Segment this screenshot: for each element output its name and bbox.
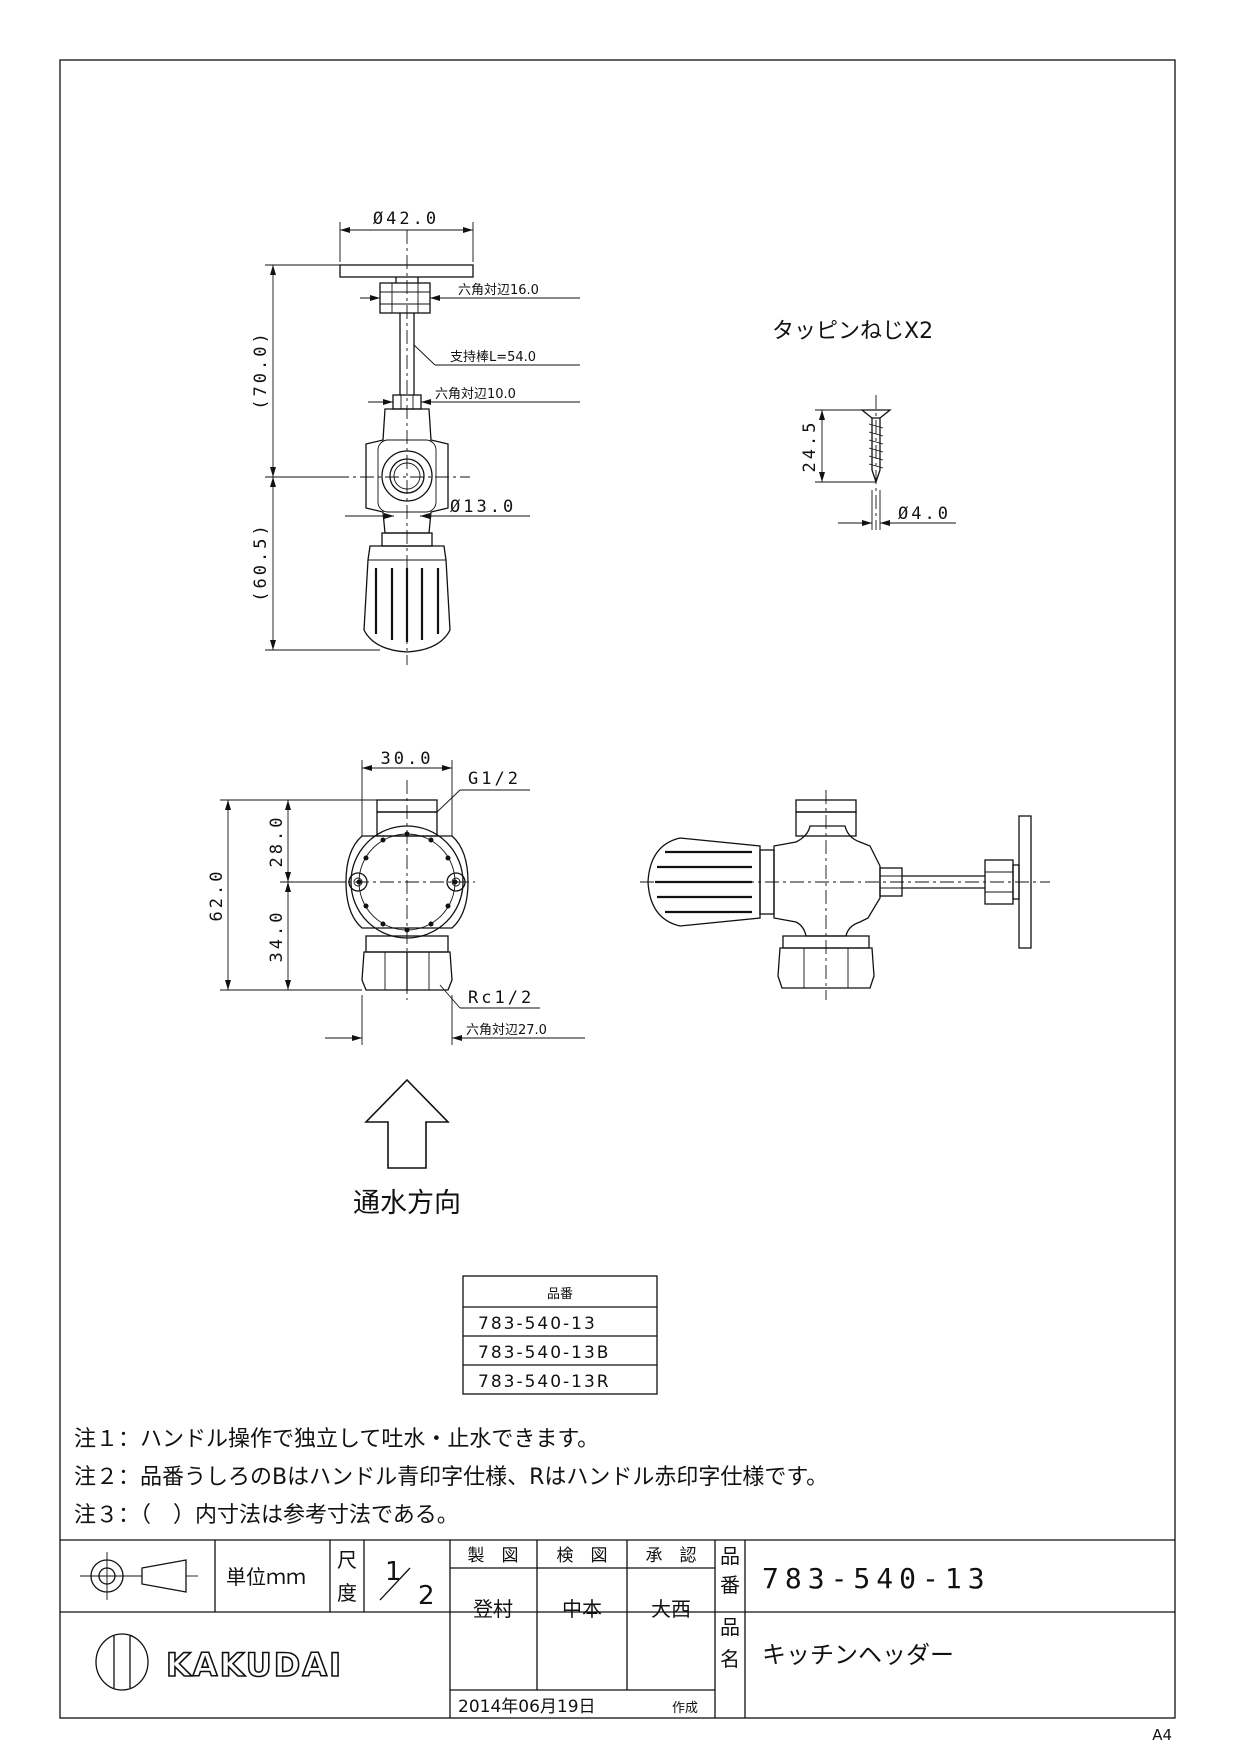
dim-hex-mid: 六角対辺10.0 xyxy=(435,387,516,402)
screw-drawing xyxy=(815,395,956,530)
scale-denominator: 2 xyxy=(418,1581,435,1611)
note-1: 注１：ハンドル操作で独立して吐水・止水できます。 xyxy=(74,1427,599,1452)
table-row: 783-540-13 xyxy=(478,1314,597,1334)
created-label: 作成 xyxy=(672,1701,698,1716)
part-name-label-1: 品 xyxy=(720,1615,740,1639)
title-block xyxy=(60,1539,1175,1718)
dim-hex-bottom: 六角対辺27.0 xyxy=(466,1023,547,1038)
drawn-by: 登村 xyxy=(473,1597,513,1621)
dim-width: 30.0 xyxy=(381,749,434,769)
dim-screw-length: 24.5 xyxy=(800,420,820,473)
dim-total-height: 62.0 xyxy=(207,869,227,922)
approved-label: 承 認 xyxy=(646,1546,697,1566)
sheet-frame xyxy=(59,59,1176,1719)
table-header: 品番 xyxy=(547,1287,573,1302)
dim-flange-dia: Ø42.0 xyxy=(373,209,439,229)
checked-by: 中本 xyxy=(562,1597,602,1621)
company-logo-text: KAKUDAI xyxy=(166,1646,343,1684)
approved-by: 大西 xyxy=(651,1597,691,1621)
part-number: 783-540-13 xyxy=(762,1562,991,1595)
thread-bottom-label: Rc1/2 xyxy=(468,988,534,1008)
unit-label: 単位ｍｍ xyxy=(226,1565,306,1589)
flow-direction-label: 通水方向 xyxy=(353,1188,461,1219)
table-row: 783-540-13R xyxy=(478,1372,611,1392)
part-name-label-2: 名 xyxy=(720,1647,740,1671)
paper-size: A4 xyxy=(1152,1726,1172,1744)
drawn-label: 製 図 xyxy=(468,1546,519,1566)
dim-hex-top: 六角対辺16.0 xyxy=(458,283,539,298)
scale-numerator: 1 xyxy=(385,1557,402,1587)
part-no-label-1: 品 xyxy=(720,1544,740,1568)
dim-lower-height: (60.5) xyxy=(251,522,271,601)
part-number-table xyxy=(462,1275,658,1395)
dim-upper-part: 28.0 xyxy=(267,815,287,868)
side-view xyxy=(640,790,1050,1000)
front-view xyxy=(220,760,585,1045)
thread-top-label: G1/2 xyxy=(468,769,521,789)
dim-upper-height: (70.0) xyxy=(251,330,271,409)
note-2: 注２：品番うしろのBはハンドル青印字仕様、Rはハンドル赤印字仕様です。 xyxy=(74,1465,828,1490)
part-no-label-2: 番 xyxy=(720,1573,740,1597)
part-name: キッチンヘッダー xyxy=(762,1641,954,1669)
scale-label-1: 尺 xyxy=(337,1548,357,1572)
drawing-date: 2014年06月19日 xyxy=(458,1697,596,1717)
scale-label-2: 度 xyxy=(337,1581,357,1605)
dim-rod-length: 支持棒L=54.0 xyxy=(450,350,536,365)
top-view xyxy=(265,222,580,665)
dim-screw-dia: Ø4.0 xyxy=(898,504,951,524)
screw-label: タッピンねじX2 xyxy=(772,319,933,344)
kakudai-logo-icon xyxy=(95,1633,149,1691)
dim-lower-part: 34.0 xyxy=(267,910,287,963)
table-row: 783-540-13B xyxy=(478,1343,610,1363)
checked-label: 検 図 xyxy=(557,1546,608,1566)
dim-bore: Ø13.0 xyxy=(450,497,516,517)
note-3: 注３：（ ）内寸法は参考寸法である。 xyxy=(74,1503,459,1528)
flow-direction-arrow xyxy=(364,1078,450,1169)
